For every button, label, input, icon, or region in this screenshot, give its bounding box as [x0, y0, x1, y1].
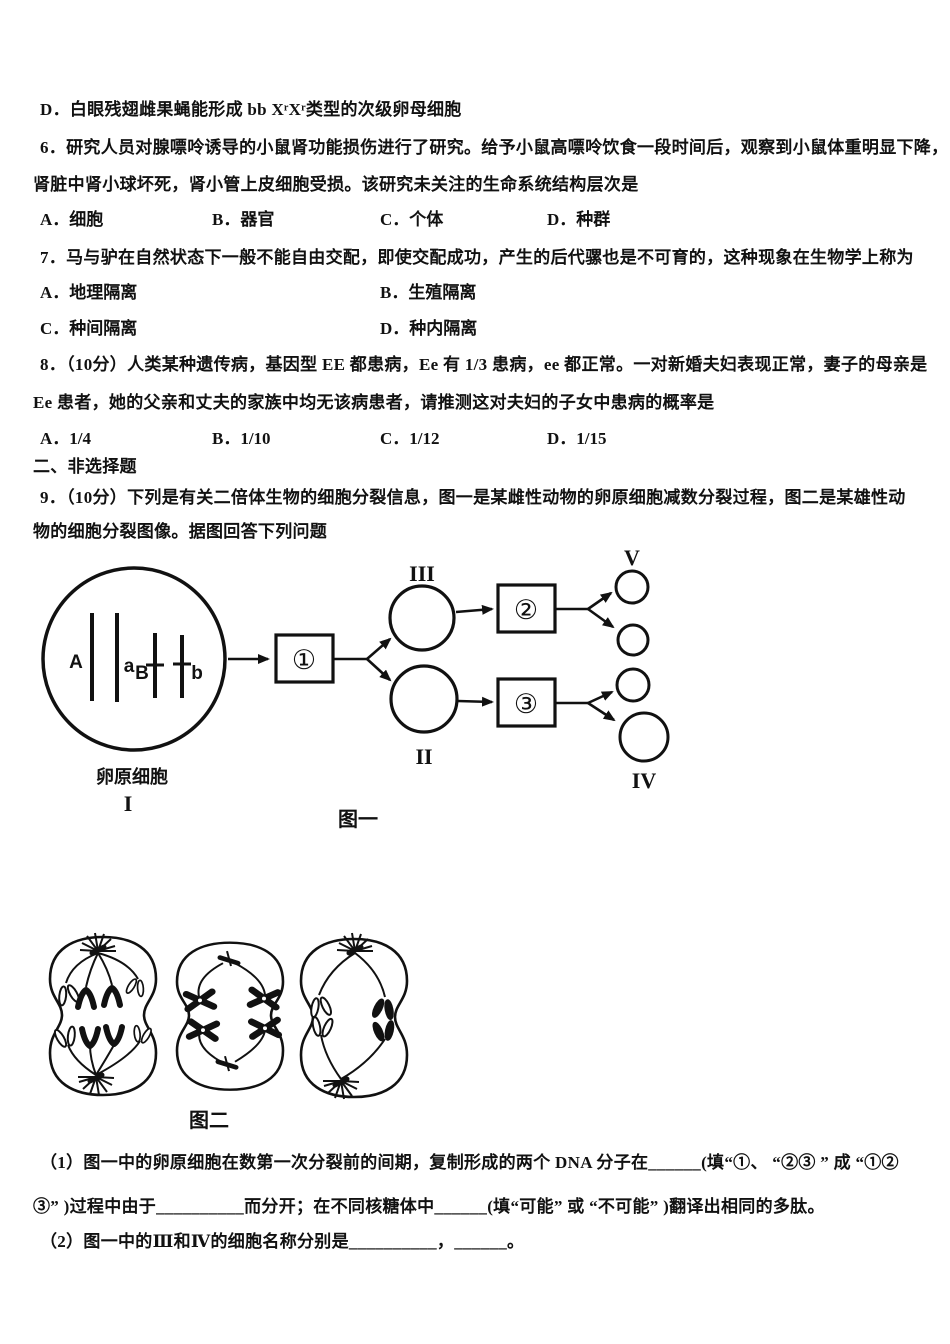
figure2-caption: 图二	[189, 1109, 229, 1132]
aster-top	[337, 933, 373, 953]
sub-question-2-line1: （2）图一中的Ⅲ和Ⅳ的细胞名称分别是__________，______。	[40, 1232, 525, 1251]
process-box-3	[496, 677, 557, 728]
process-box-2-label: ②	[514, 595, 538, 625]
q7-option-c: C．种间隔离	[40, 319, 138, 338]
q7-option-d: D．种内隔离	[380, 319, 478, 338]
figure2-cell-1	[48, 933, 158, 1095]
option-d-line: D．白眼残翅雌果蝇能形成 bb XʳXʳ类型的次级卵母细胞	[40, 100, 462, 119]
polar-body-circle-top	[616, 623, 650, 657]
chromosomes	[51, 975, 155, 1051]
polar-body-circle-bottom	[615, 667, 651, 703]
q7-option-a: A．地理隔离	[40, 283, 138, 302]
numeral-II: II	[415, 744, 432, 769]
section-title: 二、非选择题	[33, 457, 137, 476]
label-A: A	[69, 652, 83, 673]
flow-arrows	[228, 591, 616, 722]
q6-options: A．细胞 B．器官 C．个体 D．种群	[40, 205, 920, 229]
chromosomes	[186, 990, 278, 1039]
q8-option-d: D．1/15	[547, 429, 607, 448]
q8-option-b: B．1/10	[212, 429, 271, 448]
q8-option-c: C．1/12	[380, 429, 440, 448]
spindle-fibers	[197, 962, 266, 1063]
label-B: B	[135, 663, 149, 684]
q7-option-b: B．生殖隔离	[380, 283, 477, 302]
q6-line1: 6．研究人员对腺嘌呤诱导的小鼠肾功能损伤进行了研究。给予小鼠高嘌呤饮食一段时间后…	[40, 138, 949, 157]
q7-options-row1: A．地理隔离 B．生殖隔离	[40, 278, 920, 302]
sub-question-1-line1: （1）图一中的卵原细胞在数第一次分裂前的间期，复制形成的两个 DNA 分子在__…	[40, 1153, 899, 1172]
label-b: b	[191, 663, 203, 684]
q6-line2: 肾脏中肾小球坏死，肾小管上皮细胞受损。该研究未关注的生命系统结构层次是	[33, 175, 639, 194]
cell-V-circle	[614, 569, 650, 605]
process-box-1	[274, 633, 335, 684]
q8-option-a: A．1/4	[40, 429, 91, 448]
q7-line1: 7．马与驴在自然状态下一般不能自由交配，即使交配成功，产生的后代骡也是不可育的，…	[40, 248, 914, 267]
oogonium-label: 卵原细胞	[96, 766, 168, 787]
figure2-cell-2	[175, 941, 285, 1091]
cell-IV-circle	[618, 711, 670, 763]
numeral-III: III	[409, 561, 435, 586]
cell-III-circle	[388, 584, 456, 652]
numeral-I: I	[124, 791, 133, 816]
q6-option-d: D．种群	[547, 210, 611, 229]
numeral-IV: IV	[632, 768, 657, 793]
process-box-3-label: ③	[514, 689, 538, 719]
q8-line1: 8．（10分）人类某种遗传病，基因型 EE 都患病，Ee 有 1/3 患病，ee…	[40, 355, 928, 374]
q6-option-a: A．细胞	[40, 210, 104, 229]
cell-II-circle	[389, 664, 459, 734]
figure2-cell-division-images: 图二	[48, 925, 409, 1132]
label-a: a	[124, 656, 135, 677]
q9-line1: 9．（10分）下列是有关二倍体生物的细胞分裂信息，图一是某雌性动物的卵原细胞减数…	[40, 488, 906, 507]
figure1-caption: 图一	[338, 808, 378, 831]
process-box-1-label: ①	[292, 645, 316, 675]
spindle-fibers	[65, 952, 141, 1076]
numeral-V: V	[624, 545, 640, 570]
chromosome-lines	[90, 613, 191, 702]
q8-line2: Ee 患者，她的父亲和丈夫的家族中均无该病患者，请推测这对夫妇的子女中患病的概率…	[33, 393, 715, 412]
q9-line2: 物的细胞分裂图像。据图回答下列问题	[33, 522, 328, 541]
q6-option-b: B．器官	[212, 210, 275, 229]
q7-options-row2: C．种间隔离 D．种内隔离	[40, 314, 920, 338]
sub-question-1-line2: ③” )过程中由于__________而分开；在不同核糖体中______(填“可…	[33, 1197, 825, 1216]
centrosomes	[215, 950, 241, 1072]
process-box-2	[496, 583, 557, 634]
figure2-cell-3	[299, 933, 409, 1099]
q6-option-c: C．个体	[380, 210, 444, 229]
figure1-meiosis-flow-diagram: A a B b 卵原细胞 I ① III II ② ③	[41, 545, 670, 831]
spindle-fibers	[318, 952, 386, 1080]
oogonium-cell-circle	[41, 566, 227, 752]
q8-options: A．1/4 B．1/10 C．1/12 D．1/15	[40, 424, 920, 448]
